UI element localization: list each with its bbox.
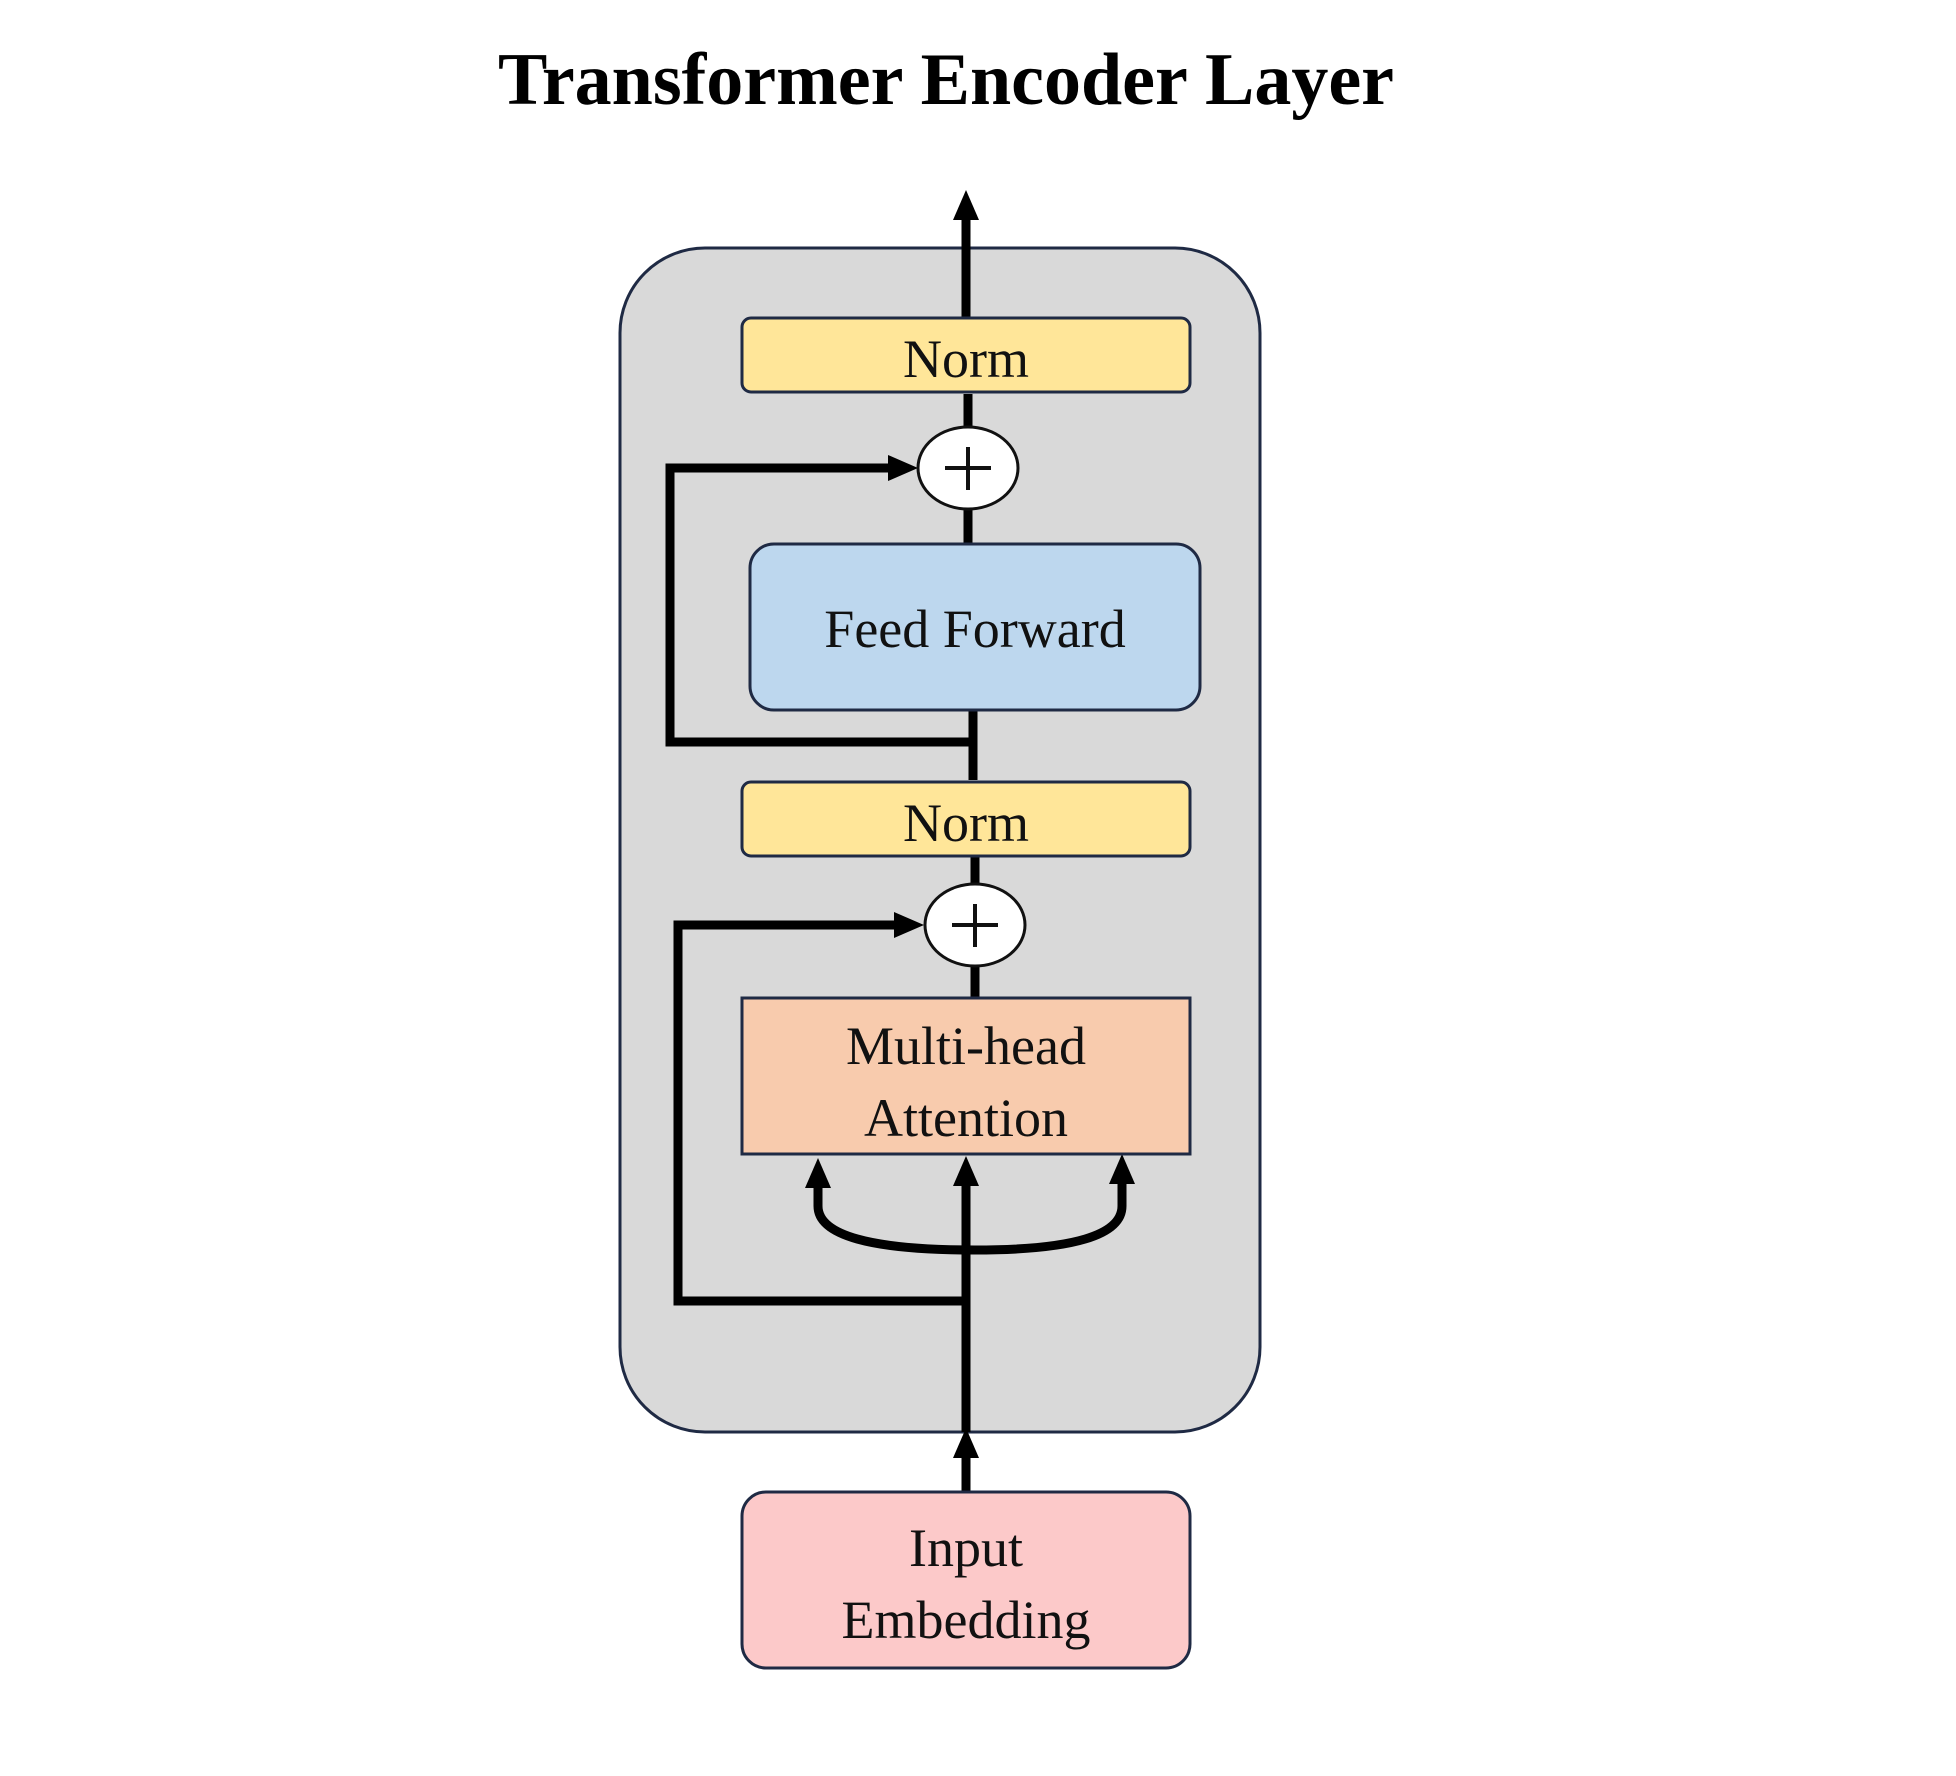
norm-block-bottom [740,780,1192,858]
residual-attention-arrowhead [894,912,924,938]
input-embedding-block [740,1490,1192,1670]
input-label-line2: Embedding [842,1590,1091,1650]
page-title: Transformer Encoder Layer [498,39,1394,121]
attention-key-arrowhead [1109,1154,1135,1184]
feed-forward-label: Feed Forward [824,599,1125,659]
norm-bottom-label: Norm [903,793,1029,853]
multi-head-attention-block [740,996,1192,1156]
add-node-top [916,425,1020,511]
attention-value-arrowhead [953,1156,979,1186]
norm-top-label: Norm [903,329,1029,389]
attention-label-line1: Multi-head [846,1016,1086,1076]
residual-feedforward-arrowhead [888,455,918,481]
residual-wire-attention [673,920,966,1306]
feed-forward-block [748,542,1202,712]
plus-circle-icon [945,447,991,490]
input-label-line1: Input [909,1518,1023,1578]
attention-query-arrowhead [805,1158,831,1188]
attention-branch-curve [813,1182,1127,1255]
add-node-bottom [923,882,1027,968]
output-arrowhead [953,190,979,220]
input-arrowhead [953,1428,979,1458]
plus-circle-icon [952,904,998,947]
attention-label-line2: Attention [864,1088,1068,1148]
norm-block-top [740,316,1192,394]
residual-wire-feedforward [665,463,973,747]
